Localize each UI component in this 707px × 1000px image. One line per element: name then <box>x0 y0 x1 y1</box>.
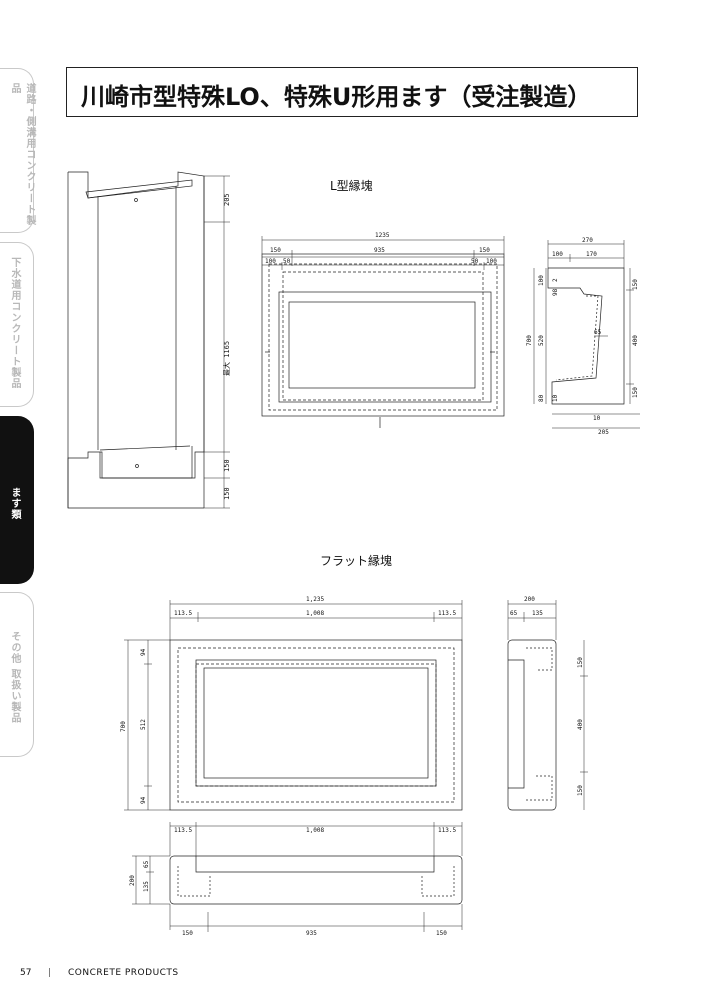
dim-ff-right: 113.5 <box>438 827 456 834</box>
dim-l-mid: 935 <box>374 247 385 254</box>
dim-ls-in-b: 98 <box>552 288 559 296</box>
dim-f-h-c: 94 <box>140 796 147 804</box>
dim-l-total: 1235 <box>375 232 390 239</box>
dim-l-right: 150 <box>479 247 490 254</box>
dim-ls-left-b: 520 <box>538 335 545 346</box>
dim-fs-b: 135 <box>532 610 543 617</box>
sidebar-tab-masu[interactable]: ます類 <box>0 416 34 584</box>
sidebar-tab-other-products[interactable]: その他 取扱い製品 <box>0 592 34 757</box>
l-block-label: L型縁塊 <box>330 179 373 193</box>
dim-ff-height: 200 <box>129 875 136 886</box>
dim-f-total: 1,235 <box>306 596 324 603</box>
section-view-left <box>67 171 230 509</box>
flat-block-label: フラット縁塊 <box>320 554 393 568</box>
page-title: 川崎市型特殊LO、特殊U形用ます（受注製造） <box>81 83 592 111</box>
footer-brand: CONCRETE PRODUCTS <box>68 968 179 978</box>
sidebar-tab-label: 下水道用コンクリート製品 <box>9 257 20 389</box>
dim-l-sub-l2: 50 <box>283 258 291 265</box>
dim-fs-a: 65 <box>510 610 518 617</box>
dim-left-top: 205 <box>223 193 231 206</box>
dim-ls-bot-a: 10 <box>593 415 601 422</box>
dim-ls-in-a: 2 <box>552 278 559 282</box>
dim-fs-total: 200 <box>524 596 535 603</box>
page-title-box: 川崎市型特殊LO、特殊U形用ます（受注製造） <box>66 67 638 117</box>
dim-l-sub-r1: 50 <box>471 258 479 265</box>
sidebar-tab-label: 道路・側溝用コンクリート製品 <box>9 83 35 226</box>
dim-ls-bot-b: 205 <box>598 429 609 436</box>
dim-ls-left-c: 80 <box>538 394 545 402</box>
dim-fs-r-b: 400 <box>577 719 584 730</box>
dim-ls-top-a: 100 <box>552 251 563 258</box>
dim-left-bottom1: 150 <box>223 459 231 472</box>
sidebar-tab-label: その他 取扱い製品 <box>9 631 20 724</box>
dim-ff-bot-left: 150 <box>182 930 193 937</box>
dim-ff-h-b: 65 <box>143 860 150 868</box>
dim-ff-mid: 1,008 <box>306 827 324 834</box>
page-footer: 57 | CONCRETE PRODUCTS <box>20 968 178 978</box>
l-block-side-section <box>533 240 640 429</box>
dim-ls-height: 700 <box>526 335 533 346</box>
sidebar-tab-road-products[interactable]: 道路・側溝用コンクリート製品 <box>0 68 35 233</box>
dim-ls-r-a: 150 <box>632 279 639 290</box>
dim-ff-h-a: 135 <box>143 881 150 892</box>
dim-ff-left: 113.5 <box>174 827 192 834</box>
footer-separator: | <box>48 968 52 978</box>
flat-block-side-section <box>507 600 588 811</box>
dim-l-sub-l1: 100 <box>265 258 276 265</box>
dim-ls-top-b: 170 <box>586 251 597 258</box>
dim-ls-r-b: 400 <box>632 335 639 346</box>
flat-block-front-section <box>132 822 463 932</box>
dim-f-right: 113.5 <box>438 610 456 617</box>
dim-ls-inner: 65 <box>594 329 602 336</box>
dim-f-mid: 1,008 <box>306 610 324 617</box>
dim-fs-r-c: 150 <box>577 785 584 796</box>
dim-ls-total: 270 <box>582 237 593 244</box>
flat-block-plan <box>124 600 463 811</box>
dim-ls-r-c: 150 <box>632 387 639 398</box>
dim-fs-r-a: 150 <box>577 657 584 668</box>
dim-left-height: 最大 1165 <box>222 341 231 376</box>
l-block-plan <box>261 236 505 428</box>
dim-l-sub-r2: 100 <box>486 258 497 265</box>
dim-f-h-a: 94 <box>140 648 147 656</box>
dim-ff-bot-mid: 935 <box>306 930 317 937</box>
sidebar-tab-sewer-products[interactable]: 下水道用コンクリート製品 <box>0 242 34 407</box>
sidebar-tab-label: ます類 <box>9 487 20 520</box>
dim-ls-left-a: 100 <box>538 275 545 286</box>
dim-f-height: 700 <box>120 721 127 732</box>
dim-f-left: 113.5 <box>174 610 192 617</box>
dim-ff-bot-right: 150 <box>436 930 447 937</box>
dim-left-bottom2: 150 <box>223 487 231 500</box>
dim-ls-in-c: 10 <box>552 394 559 402</box>
dim-l-left: 150 <box>270 247 281 254</box>
page-number: 57 <box>20 968 32 978</box>
dim-f-h-b: 512 <box>140 719 147 730</box>
